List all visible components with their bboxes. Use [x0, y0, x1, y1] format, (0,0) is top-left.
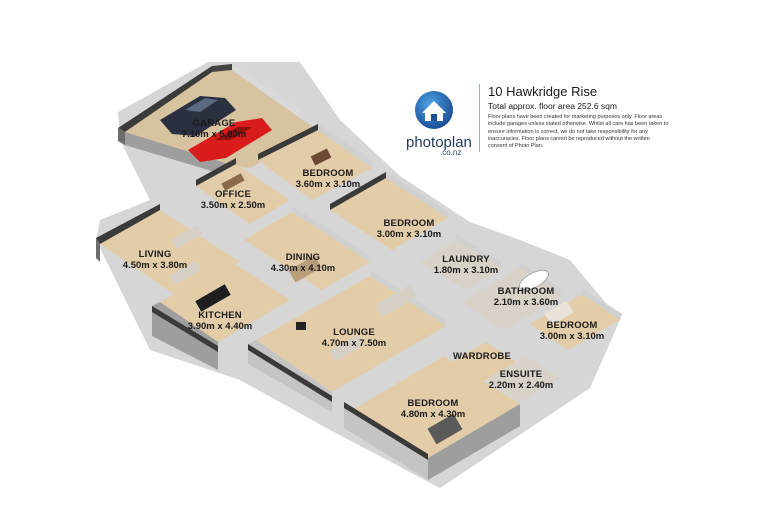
laundry-room [420, 234, 502, 290]
brand-logo-text: photoplan .co.nz [406, 134, 472, 157]
living-room [96, 204, 240, 298]
bedroom-4-room [530, 288, 622, 350]
bathroom-room [462, 262, 562, 330]
car-dark [160, 96, 236, 136]
lounge-room [248, 270, 446, 412]
property-title: 10 Hawkridge Rise [488, 84, 598, 99]
bedroom-3-room [330, 172, 448, 250]
room-label-wardrobe: WARDROBE [452, 351, 512, 362]
bedroom-2-room [258, 124, 372, 200]
house-icon [415, 91, 453, 129]
office-room [196, 158, 290, 224]
total-floor-area: Total approx. floor area 252.6 sqm [488, 101, 617, 111]
kitchen-room [152, 262, 290, 370]
dining-room [244, 206, 370, 290]
ensuite-room [486, 356, 560, 402]
disclaimer-text: Floor plans have been created for market… [488, 114, 669, 150]
bedroom-master-room [344, 356, 520, 480]
car-red [188, 118, 272, 162]
header-divider [479, 84, 480, 152]
